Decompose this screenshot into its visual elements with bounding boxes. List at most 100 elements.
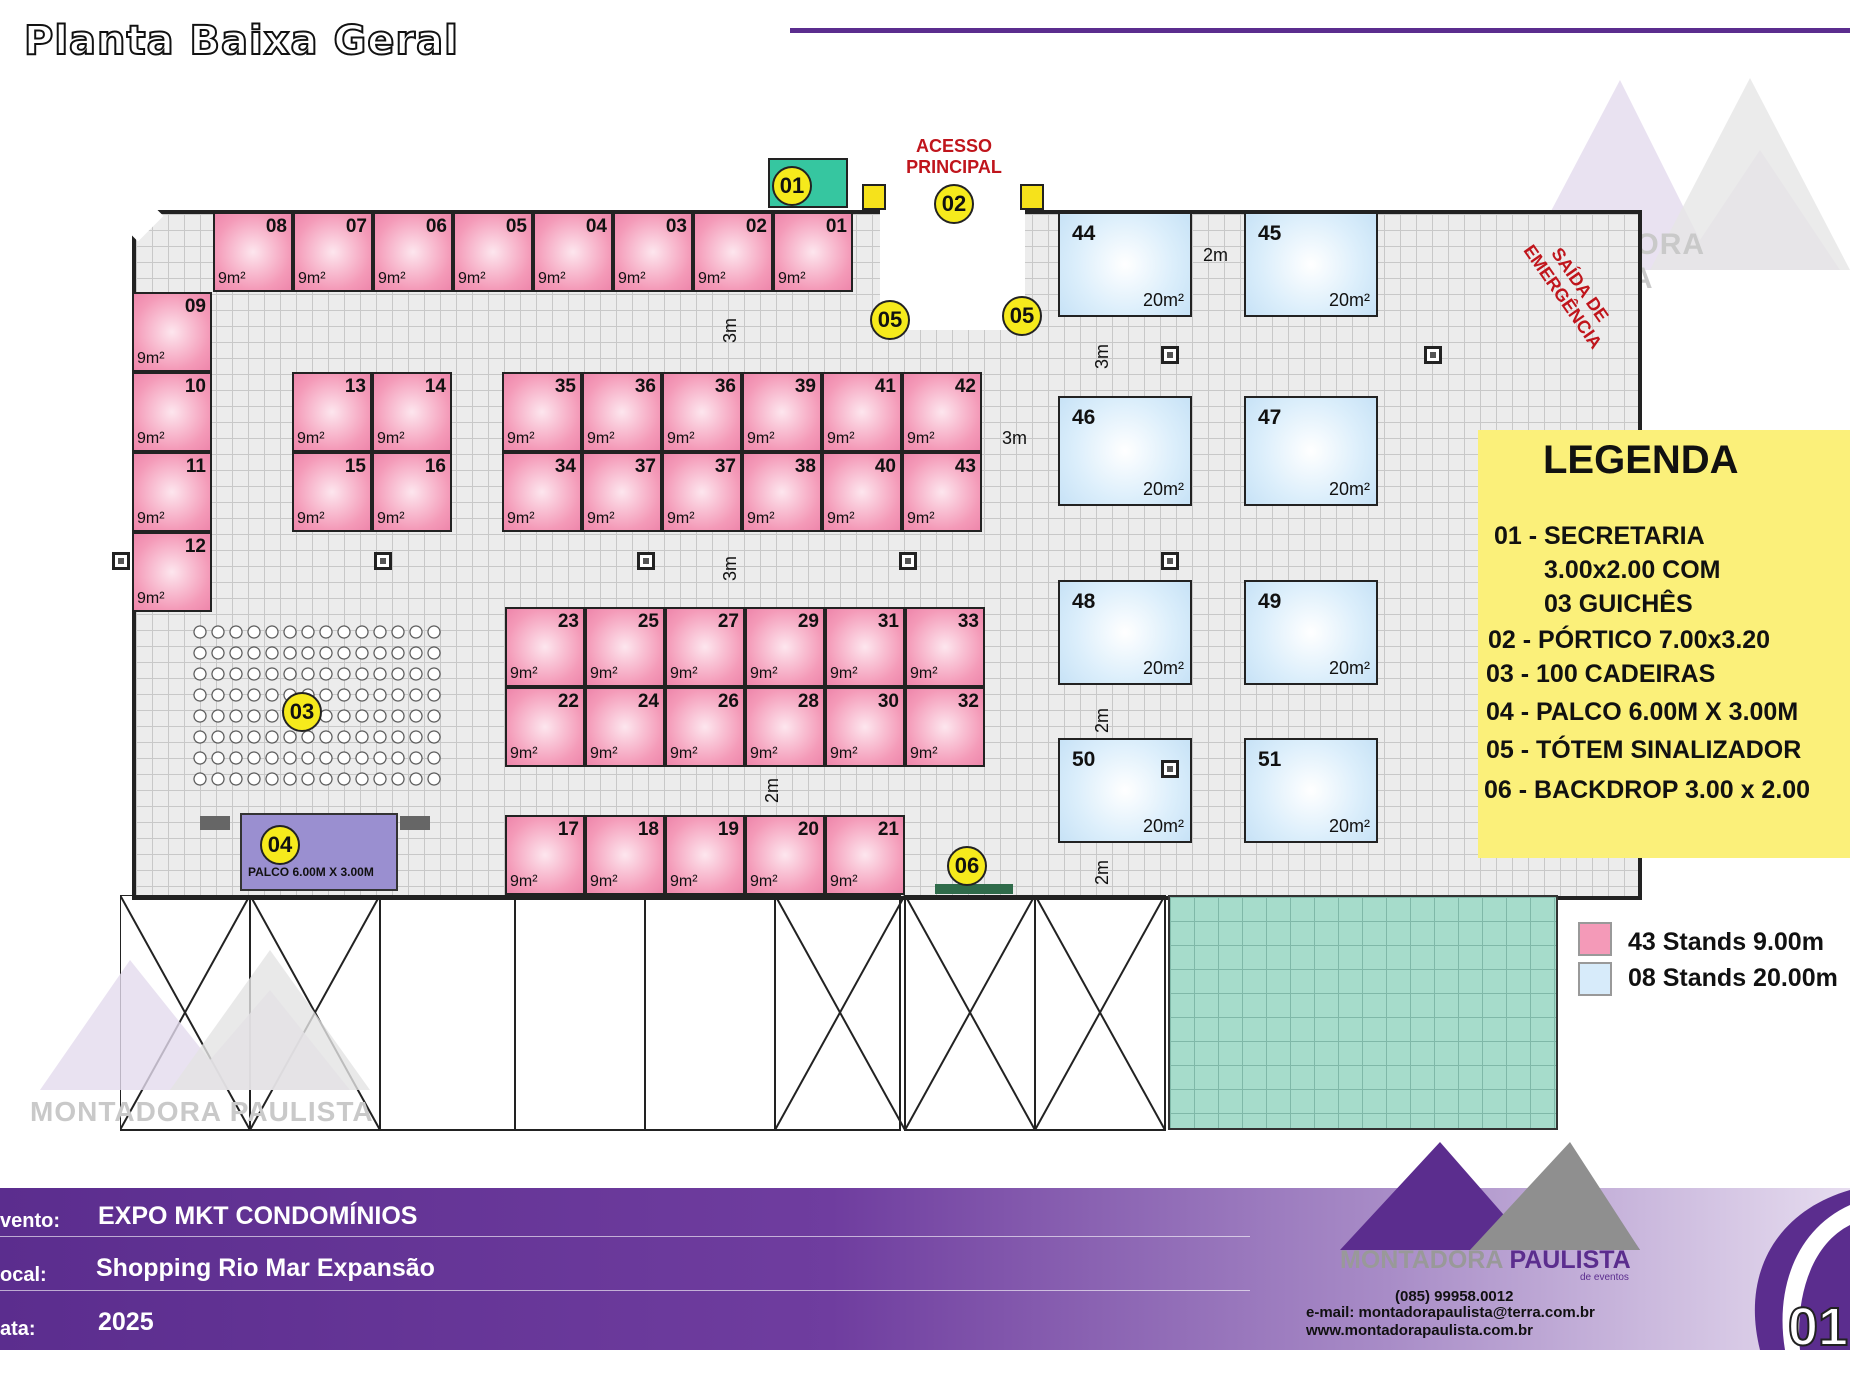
stand-area: 9m² (590, 873, 618, 890)
swatch-small-stand (1578, 922, 1612, 956)
stand-area: 9m² (667, 430, 695, 447)
marker-06-backdrop[interactable]: 06 (947, 846, 987, 886)
legend-item-05: 05 - TÓTEM SINALIZADOR (1486, 736, 1802, 764)
stand-number: 18 (637, 819, 659, 840)
watermark-logo-bottom (40, 950, 370, 1090)
stand-number: 15 (344, 456, 366, 477)
page-number: 01 (1788, 1296, 1849, 1358)
stand-20m2[interactable]: 50 20m² (1058, 738, 1192, 843)
stand-9m2[interactable]: 36 9m² (662, 372, 742, 452)
stand-number: 22 (557, 691, 579, 712)
stand-area: 9m² (747, 510, 775, 527)
legend-item-01-desk: 03 GUICHÊS (1544, 590, 1693, 618)
legend-item-03: 03 - 100 CADEIRAS (1486, 660, 1716, 688)
stand-number: 19 (717, 819, 739, 840)
green-area (1168, 895, 1558, 1130)
stand-area: 9m² (670, 873, 698, 890)
event-label: vento: (0, 1210, 60, 1232)
dim-44-45: 2m (1203, 245, 1229, 265)
stand-9m2[interactable]: 19 9m² (665, 815, 745, 895)
pillar (112, 552, 130, 570)
stand-number: 47 (1258, 406, 1282, 429)
swatch-big-stand (1578, 962, 1612, 996)
dim-50-bottom: 2m (1092, 859, 1113, 886)
stand-area: 9m² (507, 510, 535, 527)
pillar (1161, 552, 1179, 570)
stand-number: 05 (505, 216, 527, 237)
brand-website: www.montadorapaulista.com.br (1306, 1322, 1533, 1339)
stand-number: 02 (745, 216, 767, 237)
marker-01-secretary[interactable]: 01 (772, 166, 812, 206)
footer-rule (0, 1290, 1250, 1291)
stand-area: 9m² (698, 270, 726, 287)
stand-area: 9m² (378, 270, 406, 287)
stand-9m2[interactable]: 02 9m² (693, 212, 773, 292)
stand-number: 36 (714, 376, 736, 397)
stand-area: 9m² (750, 873, 778, 890)
stand-number: 42 (954, 376, 976, 397)
marker-03-chairs[interactable]: 03 (282, 692, 322, 732)
marker-05-totem-left[interactable]: 05 (870, 300, 910, 340)
stand-number: 50 (1072, 748, 1096, 771)
stand-9m2[interactable]: 18 9m² (585, 815, 665, 895)
marker-02-portico[interactable]: 02 (934, 184, 974, 224)
marker-05-totem-right[interactable]: 05 (1002, 296, 1042, 336)
stand-number: 13 (344, 376, 366, 397)
legend-title: LEGENDA (1543, 438, 1739, 482)
stand-number: 46 (1072, 406, 1096, 429)
marker-04-stage[interactable]: 04 (260, 825, 300, 865)
dim-aisle-top: 3m (720, 317, 741, 344)
footer-rule (0, 1236, 1250, 1237)
stand-number: 31 (877, 611, 899, 632)
stand-area: 20m² (1142, 816, 1184, 836)
